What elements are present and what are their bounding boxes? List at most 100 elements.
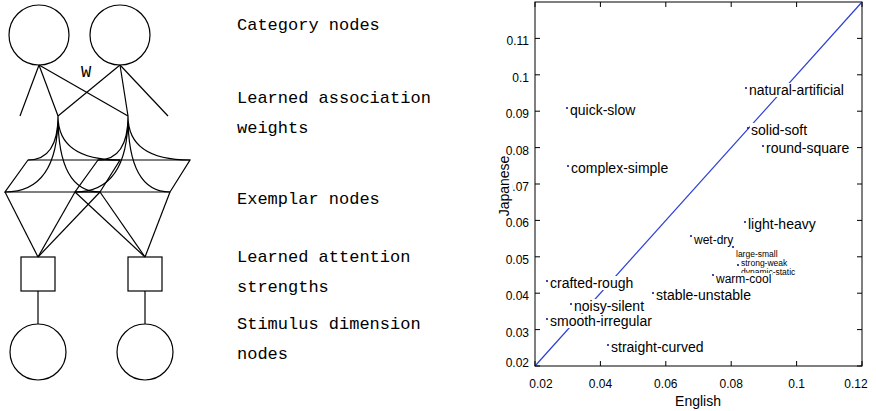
point-label: large-small <box>735 250 779 259</box>
weight-line <box>120 65 168 116</box>
tick-mark <box>535 366 540 367</box>
point-label: complex-simple <box>570 161 669 175</box>
tick-mark <box>600 2 601 7</box>
attention-square <box>128 257 162 291</box>
y-tick-label: 0.11 <box>506 36 530 49</box>
tick-marks <box>535 2 862 366</box>
stimulus-node <box>10 324 66 380</box>
data-points <box>546 87 764 346</box>
tick-mark <box>857 329 862 330</box>
tick-mark <box>535 293 540 294</box>
layer-label: Learned attention strengths <box>237 243 462 303</box>
tick-mark <box>665 2 666 7</box>
x-tick-label: 0.12 <box>843 378 868 391</box>
stimulus-node <box>117 324 173 380</box>
tick-mark <box>665 361 666 366</box>
tick-mark <box>535 220 540 221</box>
point-label: solid-soft <box>750 123 808 137</box>
tick-mark <box>535 256 540 257</box>
y-tick-label: 0.06 <box>505 218 530 231</box>
layer-label: Category nodes <box>237 11 462 41</box>
tick-mark <box>857 293 862 294</box>
link-line <box>144 291 145 324</box>
link-line <box>5 192 38 257</box>
data-point <box>745 87 747 89</box>
tick-mark <box>857 256 862 257</box>
link-line <box>37 291 38 324</box>
tick-mark <box>535 111 540 112</box>
x-tick-label: 0.04 <box>588 378 613 391</box>
tick-mark <box>731 2 732 7</box>
data-point <box>567 165 569 167</box>
diagonal-line <box>535 2 862 366</box>
point-label: crafted-rough <box>549 276 634 290</box>
point-label: noisy-silent <box>573 299 645 313</box>
tick-mark <box>796 361 797 366</box>
tick-mark <box>796 2 797 7</box>
y-tick-label: 0.02 <box>505 357 530 370</box>
point-label: smooth-irregular <box>549 314 653 328</box>
tick-mark <box>535 184 540 185</box>
tick-mark <box>857 111 862 112</box>
data-point <box>566 107 568 109</box>
y-tick-label: 0.09 <box>505 109 530 122</box>
axis-title: English <box>675 394 721 409</box>
data-point <box>732 246 734 248</box>
network-drawing <box>5 5 190 380</box>
tick-mark <box>857 184 862 185</box>
x-tick-label: 0.08 <box>719 378 744 391</box>
tick-mark <box>535 74 540 75</box>
tick-mark <box>535 329 540 330</box>
link-line <box>38 192 75 257</box>
y-tick-label: 0.1 <box>511 72 530 85</box>
point-label: straight-curved <box>610 340 705 354</box>
link-line <box>38 192 100 257</box>
data-point <box>570 303 572 305</box>
link-line <box>145 192 170 257</box>
tick-mark <box>862 361 863 366</box>
data-point <box>744 221 746 223</box>
y-tick-label: 0.05 <box>505 254 530 267</box>
exemplar-node <box>75 116 190 192</box>
category-node <box>9 5 69 65</box>
point-label: wet-dry <box>693 234 734 246</box>
weight-line <box>20 65 39 116</box>
data-point <box>546 318 548 320</box>
weight-symbol: W <box>81 64 91 83</box>
x-tick-label: 0.1 <box>787 378 806 391</box>
attention-square <box>21 257 55 291</box>
tick-mark <box>731 361 732 366</box>
tick-mark <box>535 147 540 148</box>
data-point <box>607 344 609 346</box>
weight-line <box>39 65 58 116</box>
y-tick-label: 0.03 <box>505 327 530 340</box>
tick-mark <box>535 38 540 39</box>
exemplar-base <box>75 160 190 192</box>
plot-frame <box>535 2 862 366</box>
data-point <box>747 127 749 129</box>
data-point <box>690 235 692 237</box>
exemplar-base <box>5 160 120 192</box>
tick-mark <box>857 366 862 367</box>
tick-mark <box>857 220 862 221</box>
x-tick-label: 0.06 <box>653 378 678 391</box>
tick-mark <box>862 2 863 7</box>
axis-title: Japanese <box>497 156 512 217</box>
layer-label: Exemplar nodes <box>237 185 462 215</box>
point-label: light-heavy <box>747 217 817 231</box>
tick-mark <box>857 74 862 75</box>
exemplar-node <box>5 116 120 192</box>
tick-mark <box>535 361 536 366</box>
point-label: stable-unstable <box>655 288 752 302</box>
link-line <box>100 192 145 257</box>
data-point <box>546 280 548 282</box>
point-label: strong-weak <box>740 259 788 268</box>
data-point <box>652 292 654 294</box>
tick-mark <box>857 147 862 148</box>
data-point <box>762 145 764 147</box>
tick-mark <box>535 2 536 7</box>
point-label: quick-slow <box>569 103 636 117</box>
